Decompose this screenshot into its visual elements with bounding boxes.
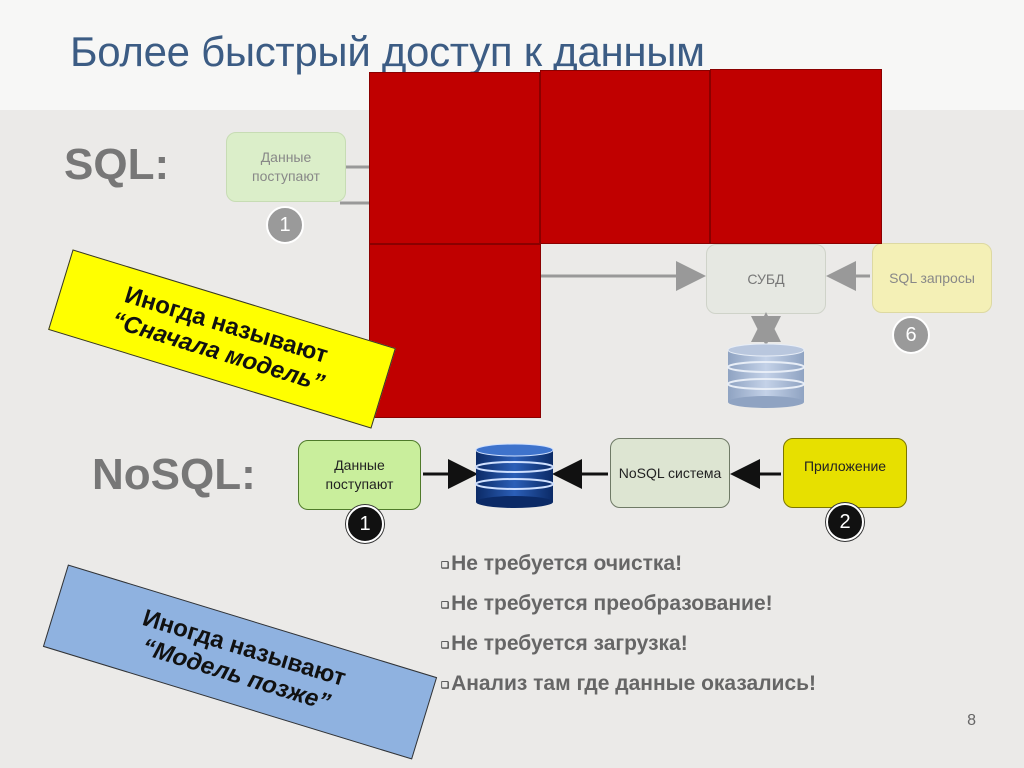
red-block-top-left [369, 72, 540, 244]
sql-queries-label: SQL запросы [889, 269, 975, 286]
bullet-square-icon: ❑ [441, 680, 450, 690]
dbms-label: СУБД [747, 270, 785, 287]
application-box: Приложение [783, 438, 907, 508]
list-item: ❑ Анализ там где данные оказались! [441, 672, 816, 712]
sql-step-badge-6: 6 [892, 316, 930, 354]
nosql-data-arrives-label: Данные поступают [325, 457, 394, 492]
slide-title: Более быстрый доступ к данным [70, 28, 705, 75]
bullet-square-icon: ❑ [441, 560, 450, 570]
list-item: ❑ Не требуется очистка! [441, 552, 816, 592]
list-item: ❑ Не требуется загрузка! [441, 632, 816, 672]
sql-step-badge-1: 1 [266, 206, 304, 244]
red-block-bottom-left [369, 244, 541, 418]
red-block-top-middle [540, 70, 710, 244]
application-label: Приложение [803, 458, 887, 474]
nosql-step-badge-2: 2 [826, 503, 864, 541]
bullet-text: Анализ там где данные оказались! [451, 672, 817, 695]
nosql-step-badge-1-text: 1 [359, 512, 371, 535]
nosql-step-badge-1: 1 [346, 505, 384, 543]
nosql-data-arrives-box: Данные поступают [298, 440, 421, 510]
sql-data-arrives-label: Данные поступают [252, 149, 320, 184]
nosql-step-badge-2-text: 2 [839, 510, 851, 533]
sql-label: SQL: [64, 140, 170, 189]
sql-step-badge-6-text: 6 [905, 323, 917, 346]
list-item: ❑ Не требуется преобразование! [441, 592, 816, 632]
bullet-square-icon: ❑ [441, 600, 450, 610]
red-block-top-right [710, 69, 882, 244]
nosql-system-label: NoSQL система [618, 464, 722, 481]
nosql-label: NoSQL: [92, 450, 256, 499]
sql-data-arrives-box: Данные поступают [226, 132, 346, 202]
nosql-system-box: NoSQL система [610, 438, 730, 508]
bullet-text: Не требуется преобразование! [451, 592, 773, 615]
page-number: 8 [967, 712, 976, 729]
sql-step-badge-1-text: 1 [279, 213, 291, 236]
nosql-database-icon [475, 443, 554, 508]
bullet-text: Не требуется загрузка! [451, 632, 688, 655]
dbms-box: СУБД [706, 244, 826, 314]
sql-queries-box: SQL запросы [872, 243, 992, 313]
bullet-text: Не требуется очистка! [451, 552, 683, 575]
benefits-list: ❑ Не требуется очистка! ❑ Не требуется п… [441, 552, 816, 712]
bullet-square-icon: ❑ [441, 640, 450, 650]
sql-database-icon [727, 343, 805, 408]
